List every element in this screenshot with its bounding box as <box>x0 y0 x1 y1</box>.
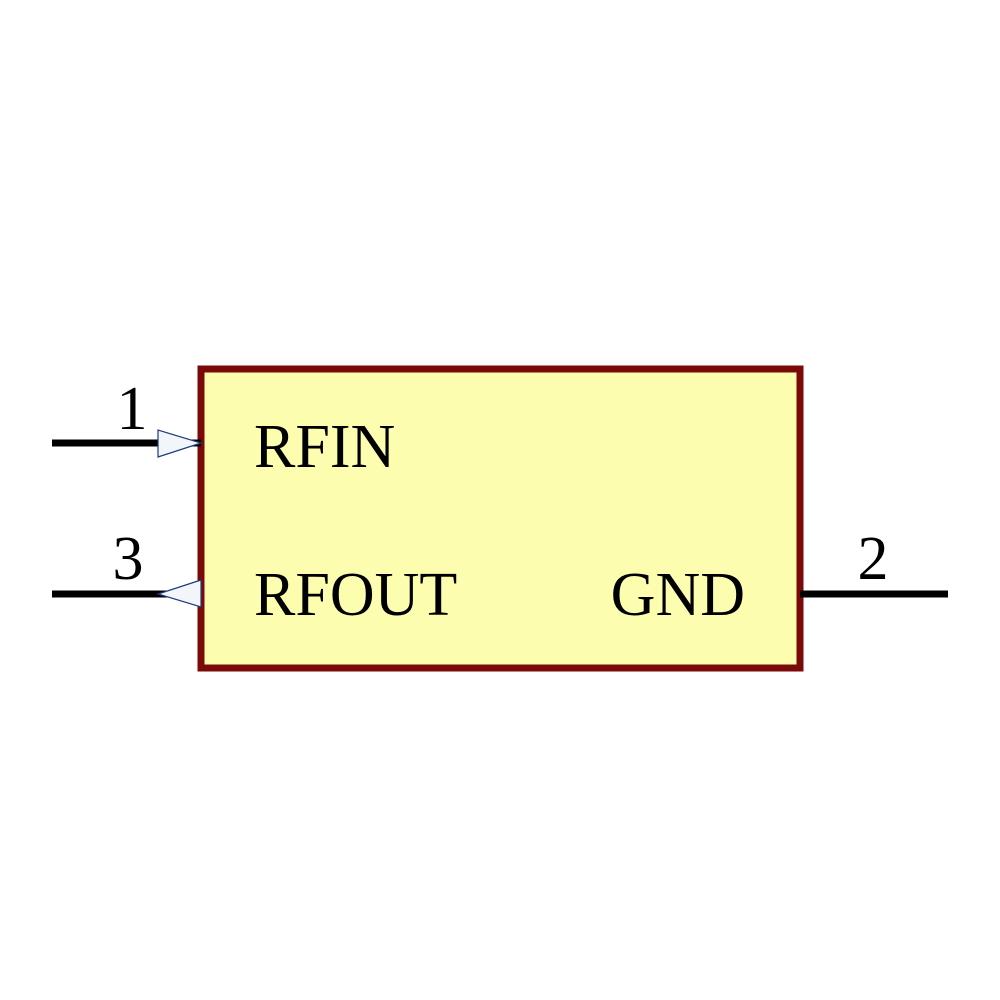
pin-3-name: RFOUT <box>254 561 457 629</box>
pin-2-gnd[interactable]: 2 GND <box>611 525 948 629</box>
pin-1-name: RFIN <box>254 413 395 481</box>
pin-3-rfout[interactable]: 3 RFOUT <box>52 525 457 629</box>
component-body[interactable] <box>197 365 804 672</box>
input-arrow-icon <box>157 429 204 458</box>
pin-1-rfin[interactable]: 1 RFIN <box>52 375 395 481</box>
output-arrow-icon <box>155 579 202 608</box>
pin-1-number: 1 <box>117 375 148 443</box>
pin-3-number: 3 <box>113 525 144 593</box>
pin-2-number: 2 <box>858 525 889 593</box>
pin-2-name: GND <box>611 561 745 629</box>
